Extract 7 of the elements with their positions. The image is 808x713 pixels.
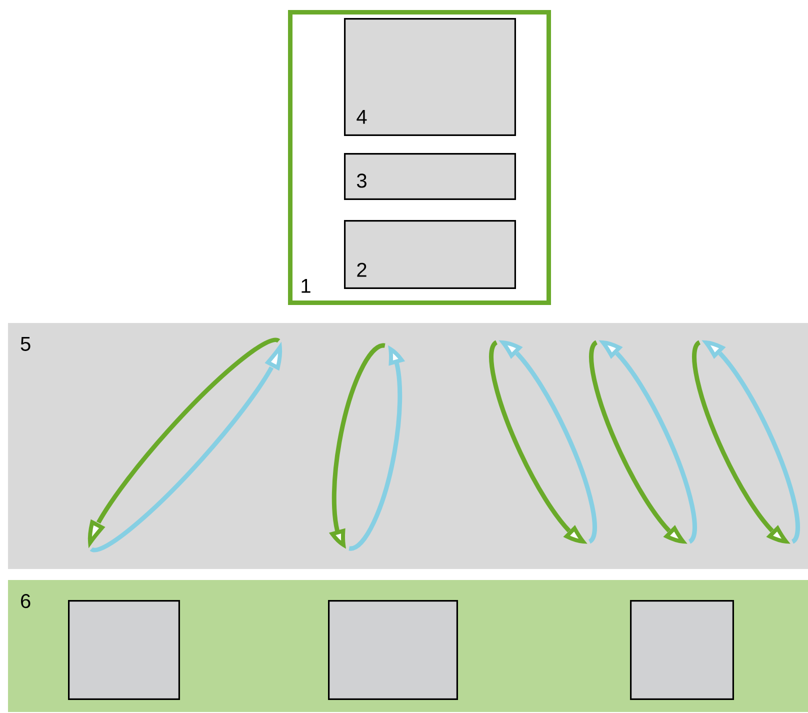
empty-box (630, 600, 734, 700)
empty-box (328, 600, 458, 700)
panel-box: 3 (344, 153, 516, 200)
empty-box (68, 600, 180, 700)
band: 5 (8, 323, 808, 569)
panel-box: 4 (344, 18, 516, 136)
panel-box: 2 (344, 220, 516, 289)
